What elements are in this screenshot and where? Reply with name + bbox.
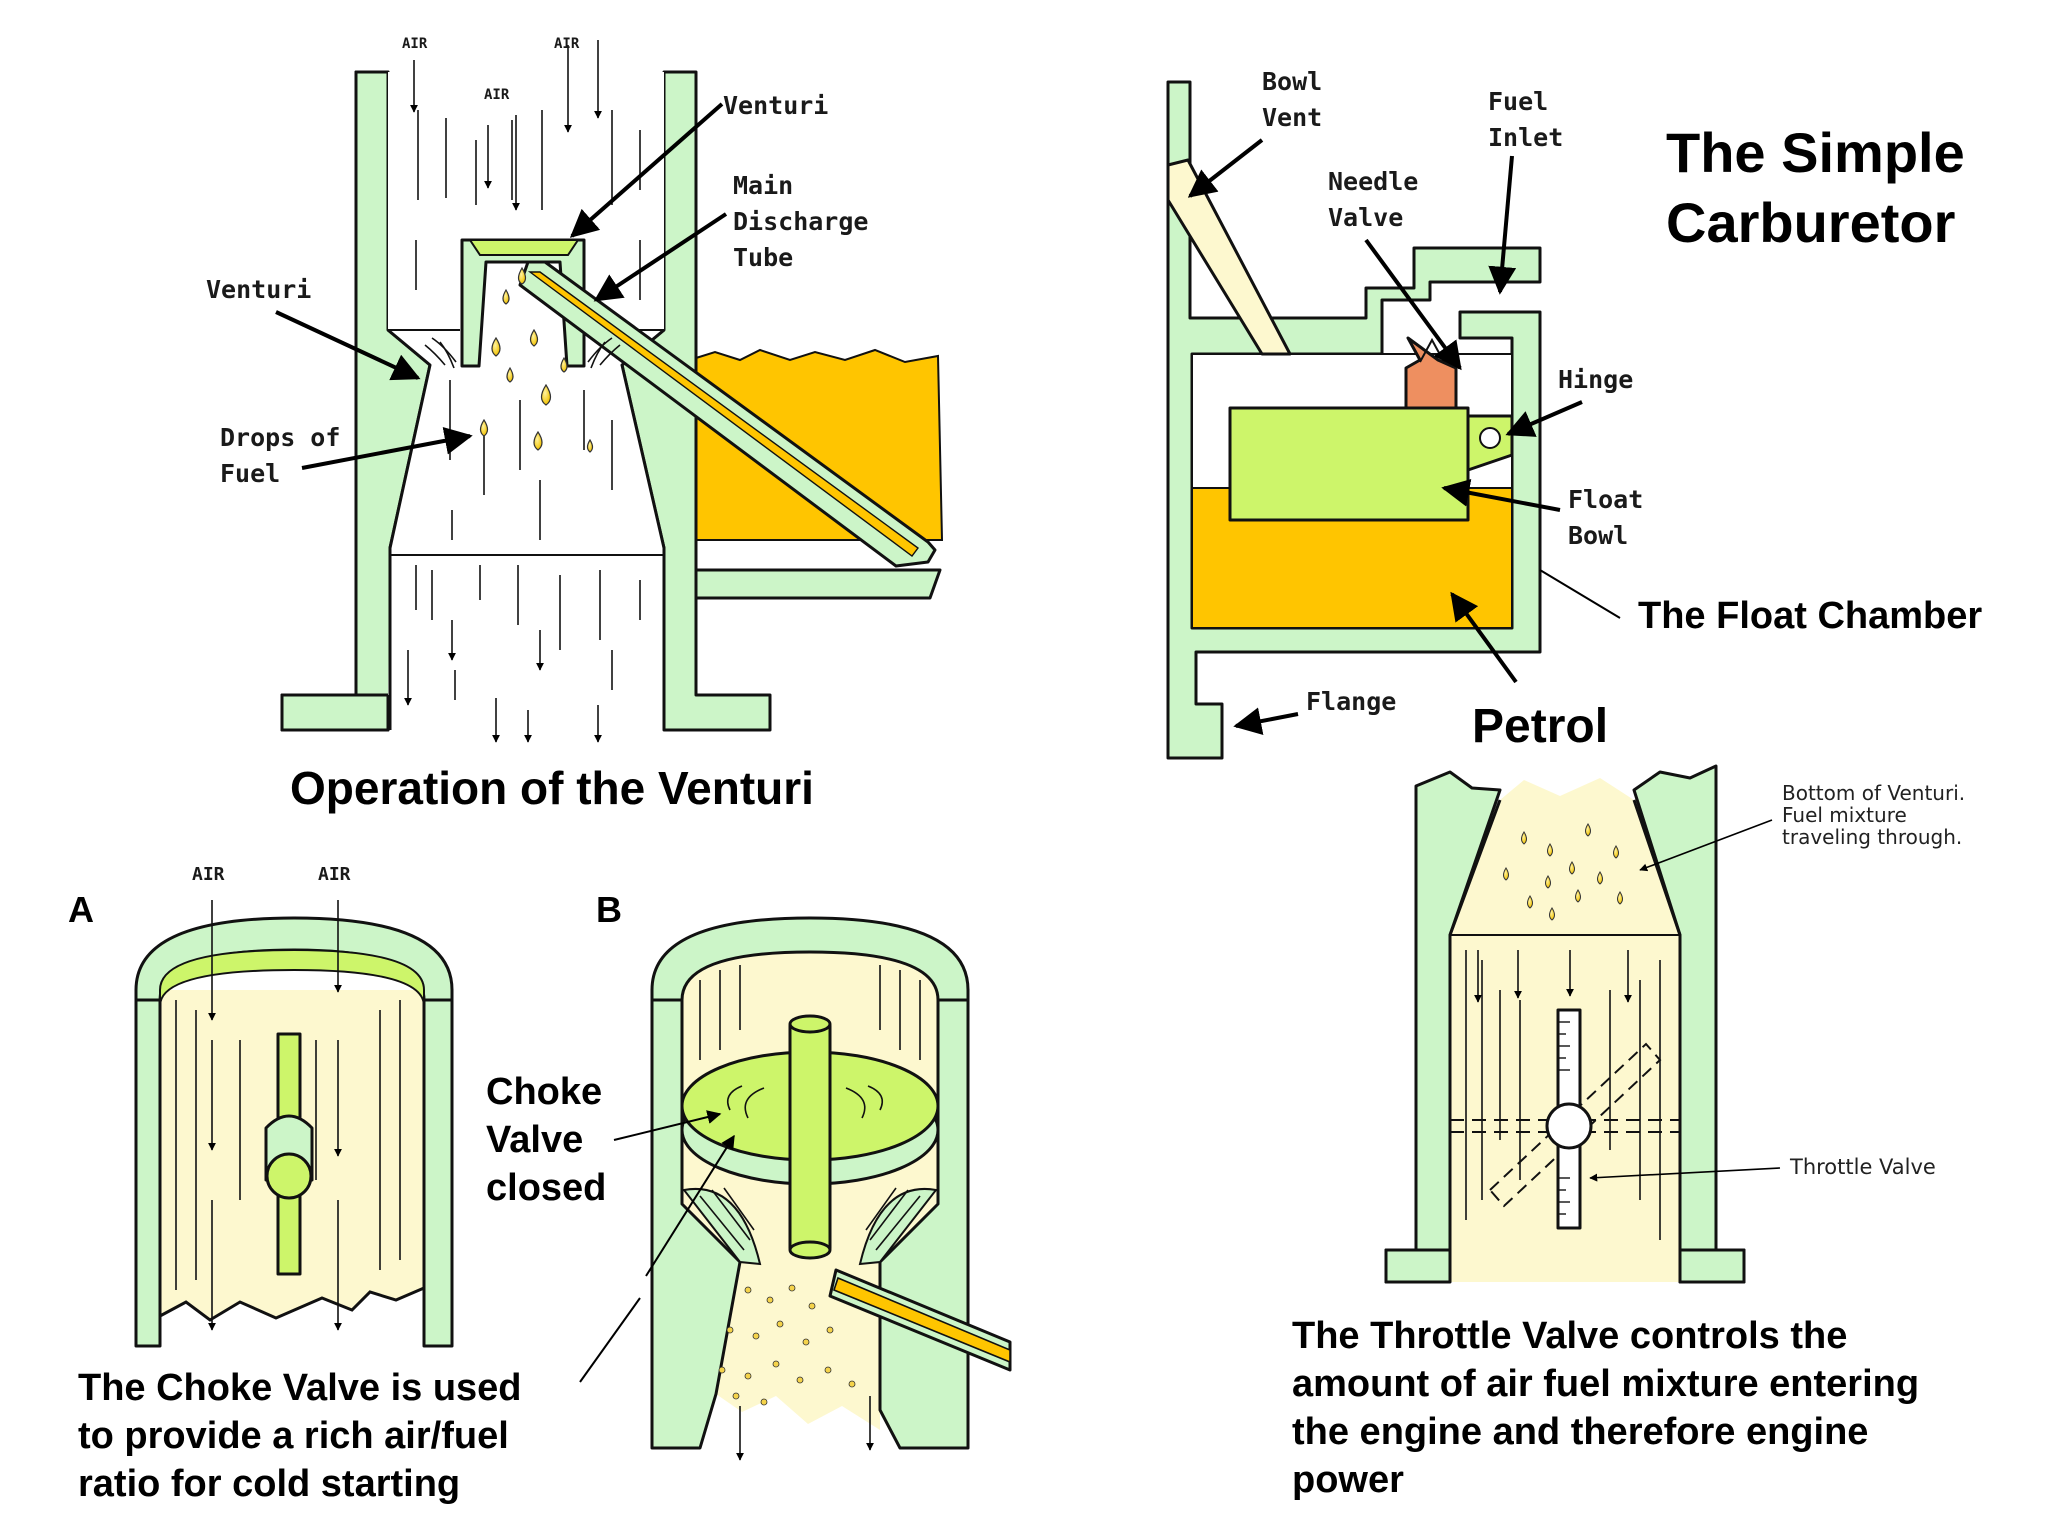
choke-closed-panel: B Choke Valve closed The Choke Valve is … [78,889,1012,1505]
chamber-title-1: The Simple [1666,121,1965,184]
fuel-drops [479,266,594,453]
float-bowl [1228,406,1470,522]
label-float-chamber: The Float Chamber [1638,595,1982,637]
choke-a-pivot [265,1152,313,1200]
label-venturi-side: Venturi [206,275,311,304]
throat-swirl [424,337,621,369]
hinge-pin [1479,427,1501,449]
choke-a-left-wall [134,988,162,1348]
throttle-caption-1: The Throttle Valve controls the [1292,1315,1847,1357]
label-drops-2: Fuel [220,459,280,488]
label-float-1: Float [1568,485,1643,514]
venturi-caption: Operation of the Venturi [290,762,814,814]
throttle-drops [1503,823,1623,921]
throttle-valve-label: Throttle Valve [1789,1155,1936,1179]
air-label-center: AIR [484,87,510,103]
choke-a-right-wall [422,988,454,1348]
throttle-open-position [1488,1042,1662,1208]
inner-venturi-tube [460,238,586,368]
choke-b-shaft [788,1020,832,1254]
throttle-note-1: Bottom of Venturi. [1782,781,1965,805]
throttle-streaks [1465,950,1661,1240]
venturi-interior [388,72,664,695]
throttle-shaft [1545,1102,1593,1150]
label-fuel-inlet-1: Fuel [1488,87,1548,116]
label-float-2: Bowl [1568,521,1628,550]
choke-caption-2: to provide a rich air/fuel [78,1415,509,1457]
choke-label-3: closed [486,1167,606,1209]
choke-a-streaks [175,1000,401,1290]
choke-caption-1: The Choke Valve is used [78,1367,522,1409]
choke-air-right: AIR [318,864,351,885]
label-flange: Flange [1306,687,1396,716]
throttle-caption-2: amount of air fuel mixture entering [1292,1363,1919,1405]
label-fuel-inlet-2: Inlet [1488,123,1563,152]
label-needle-2: Valve [1328,203,1403,232]
fuel-reservoir [695,348,944,541]
label-drops-1: Drops of [220,423,340,452]
choke-disc-swirls [726,1085,884,1119]
throttle-note-2: Fuel mixture [1782,803,1907,827]
air-label-left: AIR [402,36,428,52]
choke-caption-3: ratio for cold starting [78,1463,460,1505]
letter-b: B [596,889,622,930]
choke-b-drops [718,1284,856,1406]
air-arrows [404,40,602,743]
throttle-caption-4: power [1292,1459,1404,1501]
label-main-2: Discharge [733,207,868,236]
choke-label-1: Choke [486,1071,602,1113]
reservoir-base [694,568,942,600]
throttle-caption-3: the engine and therefore engine [1292,1411,1868,1453]
label-petrol: Petrol [1472,700,1608,753]
choke-b-cap [650,916,970,1002]
choke-air-left: AIR [192,864,225,885]
float-chamber-panel: The Simple Carburetor Bowl Vent Fuel Inl… [1166,67,1982,760]
label-venturi-top: Venturi [723,91,828,120]
choke-b-ribs [682,1187,938,1266]
label-hinge: Hinge [1558,365,1633,394]
chamber-title-2: Carburetor [1666,191,1955,254]
label-bowl-vent-1: Bowl [1262,67,1322,96]
choke-b-streaks [699,965,921,1060]
letter-a: A [68,889,94,930]
needle-valve [1404,336,1458,410]
label-main-1: Main [733,171,793,200]
air-label-right: AIR [554,36,580,52]
throttle-note-3: traveling through. [1782,825,1962,849]
label-main-3: Tube [733,243,793,272]
venturi-panel: AIR AIR AIR Venturi Main Discharge Tube … [206,36,944,814]
label-bowl-vent-2: Vent [1262,103,1322,132]
throttle-panel: Bottom of Venturi. Fuel mixture travelin… [1292,764,1965,1501]
choke-open-panel: AIR AIR A [68,864,454,1348]
label-needle-1: Needle [1328,167,1418,196]
choke-label-2: Valve [486,1119,583,1161]
